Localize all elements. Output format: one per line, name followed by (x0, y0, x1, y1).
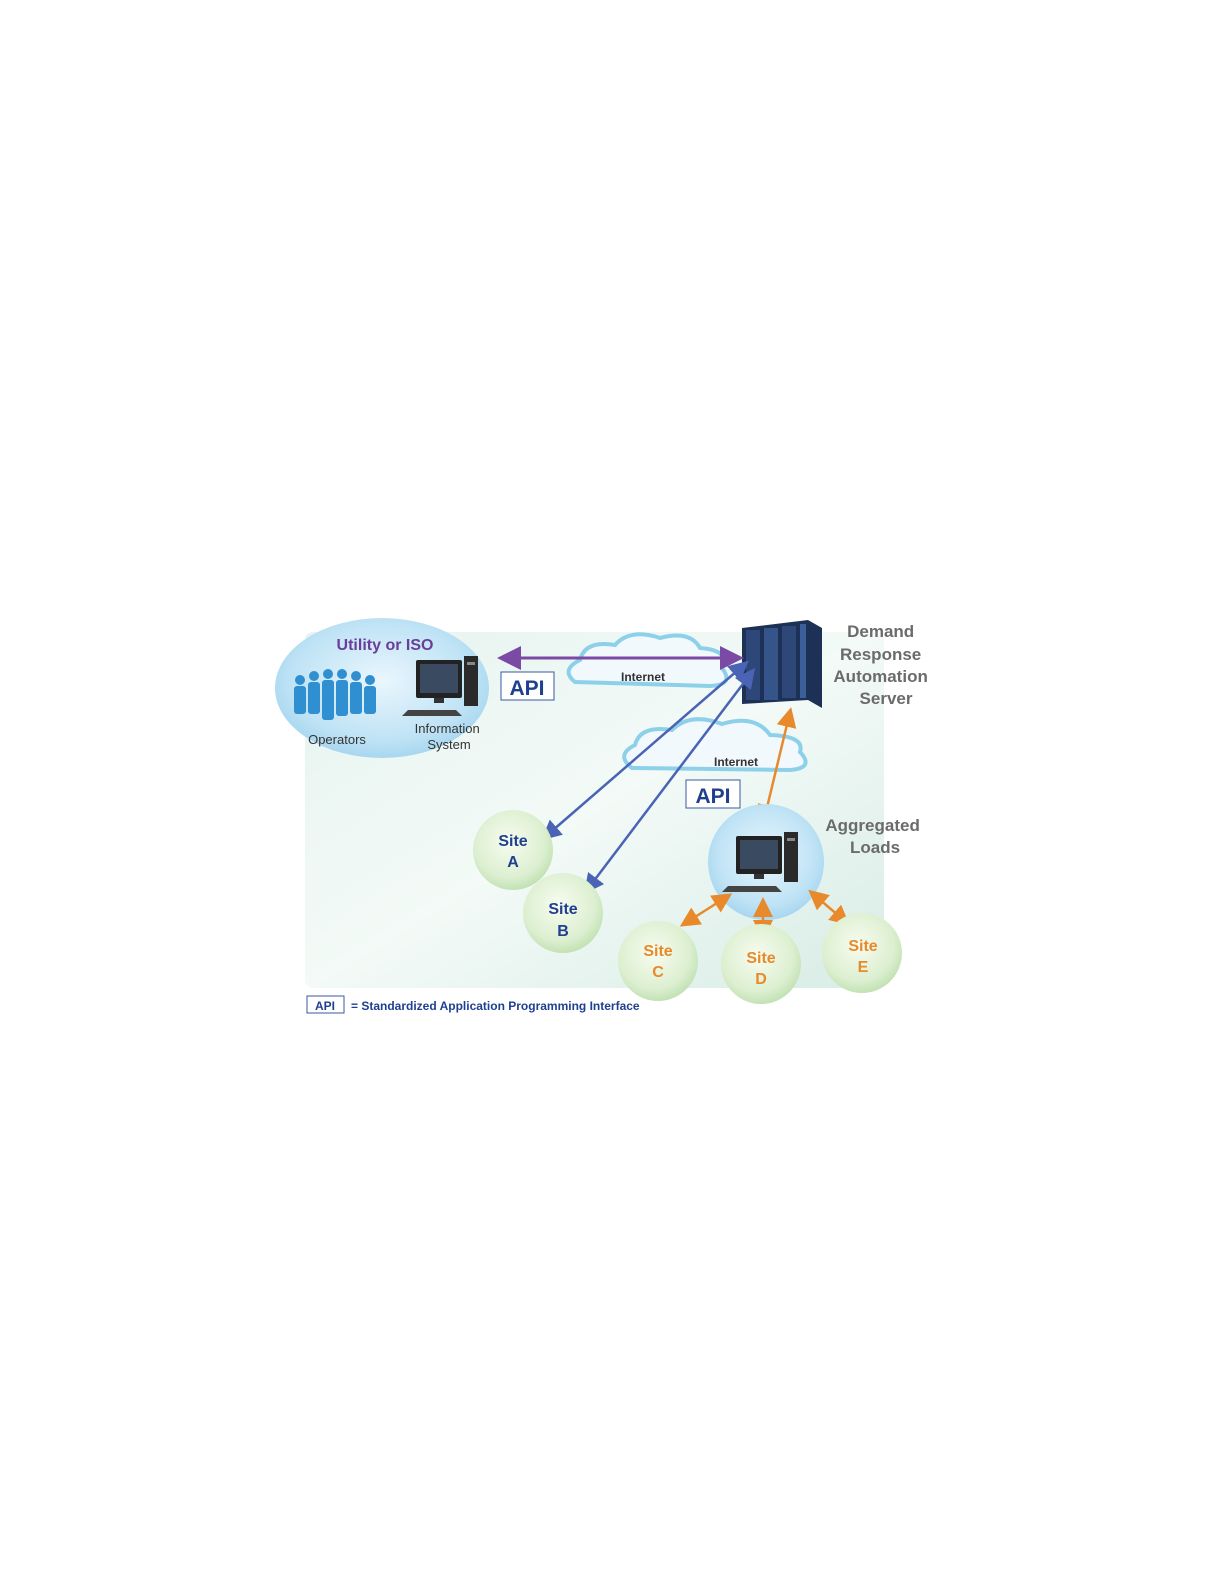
aggregated-loads-node (708, 804, 824, 920)
server-aggregator-arrow (757, 707, 797, 825)
svg-text:API: API (509, 677, 544, 700)
legend-text: = Standardized Application Programming I… (351, 999, 640, 1013)
operators-label: Operators (308, 732, 366, 747)
legend: API = Standardized Application Programmi… (306, 995, 640, 1014)
api-badge-1: API (500, 671, 555, 701)
aggregator-site-c-arrow (679, 893, 733, 927)
server-label: Demand Response Automation Server (833, 622, 932, 708)
aggregator-site-e-arrow (808, 889, 850, 926)
server-site-b-arrow (583, 668, 756, 894)
server-rack-icon (742, 620, 822, 708)
utility-node: Utility or ISO Operators Information Sys… (275, 618, 489, 758)
aggregated-loads-label: Aggregated Loads (825, 816, 924, 857)
api-badge-2: API (685, 779, 741, 809)
legend-badge: API (315, 999, 335, 1013)
utility-title: Utility or ISO (337, 637, 434, 654)
svg-text:Internet: Internet (621, 670, 665, 684)
svg-text:Internet: Internet (714, 755, 758, 769)
svg-text:API: API (695, 785, 730, 808)
operators-icon (294, 669, 376, 720)
information-system-label: Information System (415, 721, 484, 752)
